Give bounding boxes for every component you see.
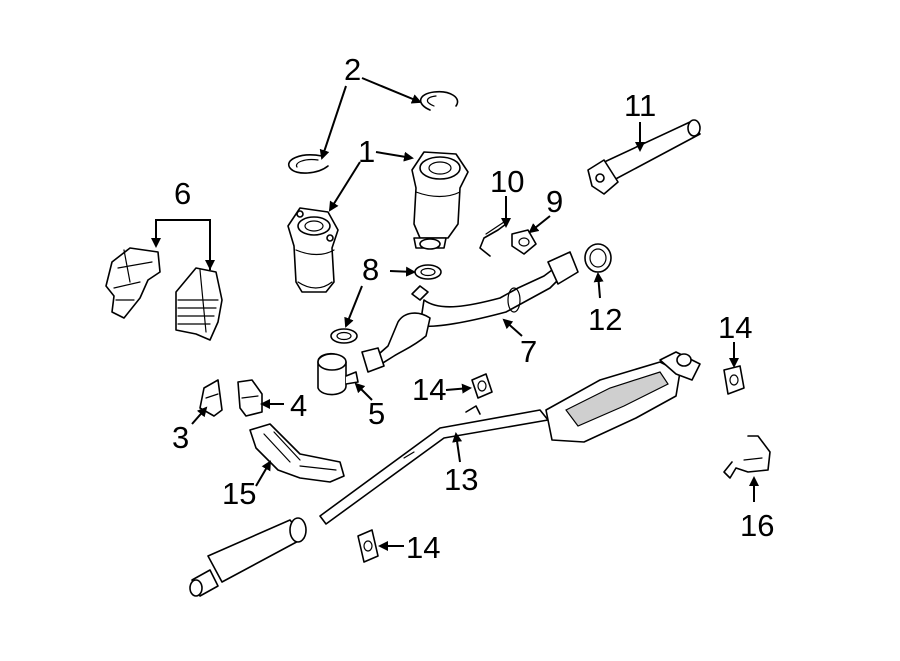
rear-hanger [723, 435, 771, 479]
heat-shield-left [105, 247, 161, 319]
heat-shield-right [175, 267, 223, 341]
isolator-14-right [723, 365, 745, 395]
catalytic-converter-left [287, 207, 339, 293]
intermediate-pipe [319, 405, 549, 525]
leader-3 [191, 406, 208, 425]
heat-shield-15 [249, 423, 345, 483]
callout-14-right: 14 [718, 310, 752, 345]
leader-6 [155, 219, 211, 270]
callout-6: 6 [174, 176, 191, 211]
callout-14-bottom: 14 [406, 530, 440, 565]
retaining-clip-left [287, 154, 329, 174]
callout-9: 9 [546, 184, 563, 219]
leader-1b [375, 151, 414, 162]
gasket-ring [584, 243, 612, 273]
isolator-14-top [471, 373, 493, 399]
leader-14a [445, 383, 472, 394]
callout-3: 3 [172, 420, 189, 455]
catalytic-converter-right [411, 151, 469, 250]
callout-14-top: 14 [412, 372, 446, 407]
leader-2b [361, 77, 422, 104]
callout-16: 16 [740, 508, 774, 543]
callout-2: 2 [344, 52, 361, 87]
callout-11: 11 [624, 88, 656, 123]
bracket-4 [237, 379, 263, 417]
leader-15 [255, 460, 272, 487]
leader-7 [502, 318, 523, 337]
front-resonator [189, 517, 307, 597]
callout-1: 1 [358, 134, 375, 169]
gasket-upper [414, 264, 442, 280]
isolator-9 [511, 229, 537, 255]
leader-1a [328, 161, 361, 212]
hanger-rod [479, 221, 507, 257]
callout-8: 8 [362, 252, 379, 287]
leader-13 [452, 432, 463, 463]
isolator-14-bottom [357, 529, 379, 563]
callout-12: 12 [588, 302, 622, 337]
pipe-clamp [317, 352, 359, 396]
leader-9 [528, 215, 551, 234]
callout-7: 7 [520, 334, 537, 369]
callout-15: 15 [222, 476, 256, 511]
leader-2a [319, 85, 347, 160]
callout-13: 13 [444, 462, 478, 497]
callout-4: 4 [290, 388, 307, 423]
rear-muffler [545, 351, 701, 443]
leader-5 [354, 382, 373, 401]
leader-8b [344, 285, 363, 328]
leader-8a [389, 266, 416, 277]
y-pipe [361, 251, 579, 373]
retaining-clip-right [419, 90, 459, 111]
leader-12 [593, 272, 604, 299]
callout-5: 5 [368, 396, 385, 431]
front-pipe [587, 119, 701, 195]
callout-10: 10 [490, 164, 524, 199]
gasket-lower [330, 328, 358, 344]
